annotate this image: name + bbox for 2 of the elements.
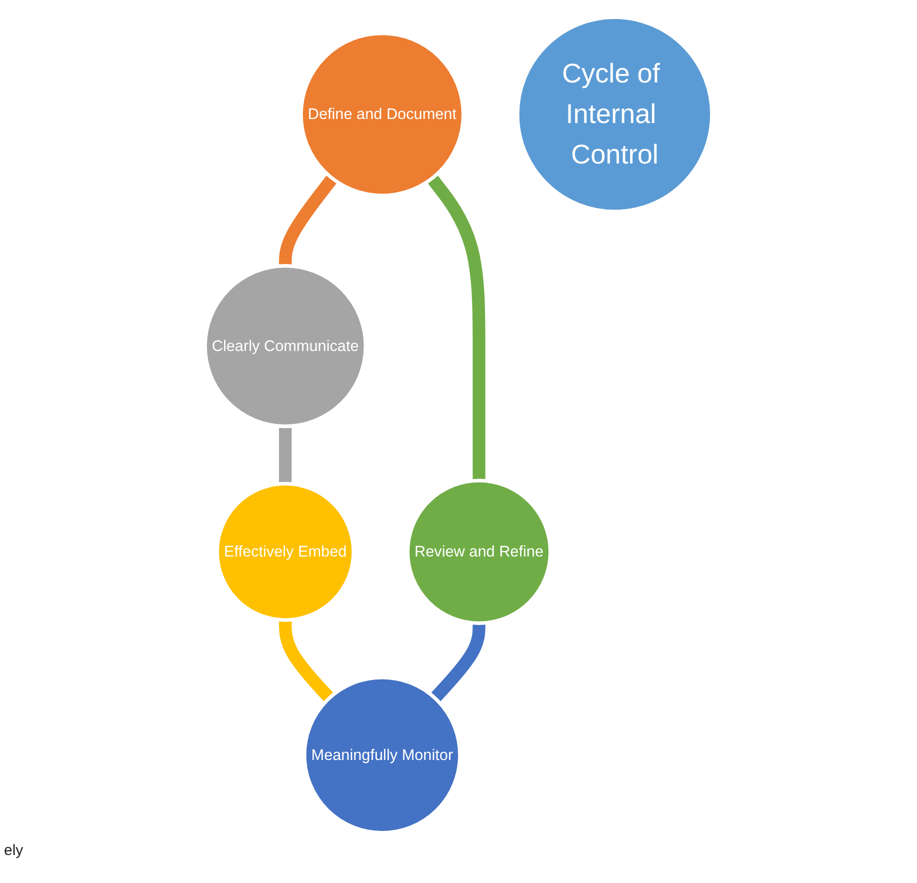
connector: [279, 618, 334, 702]
text-fragment: ely: [4, 842, 24, 859]
